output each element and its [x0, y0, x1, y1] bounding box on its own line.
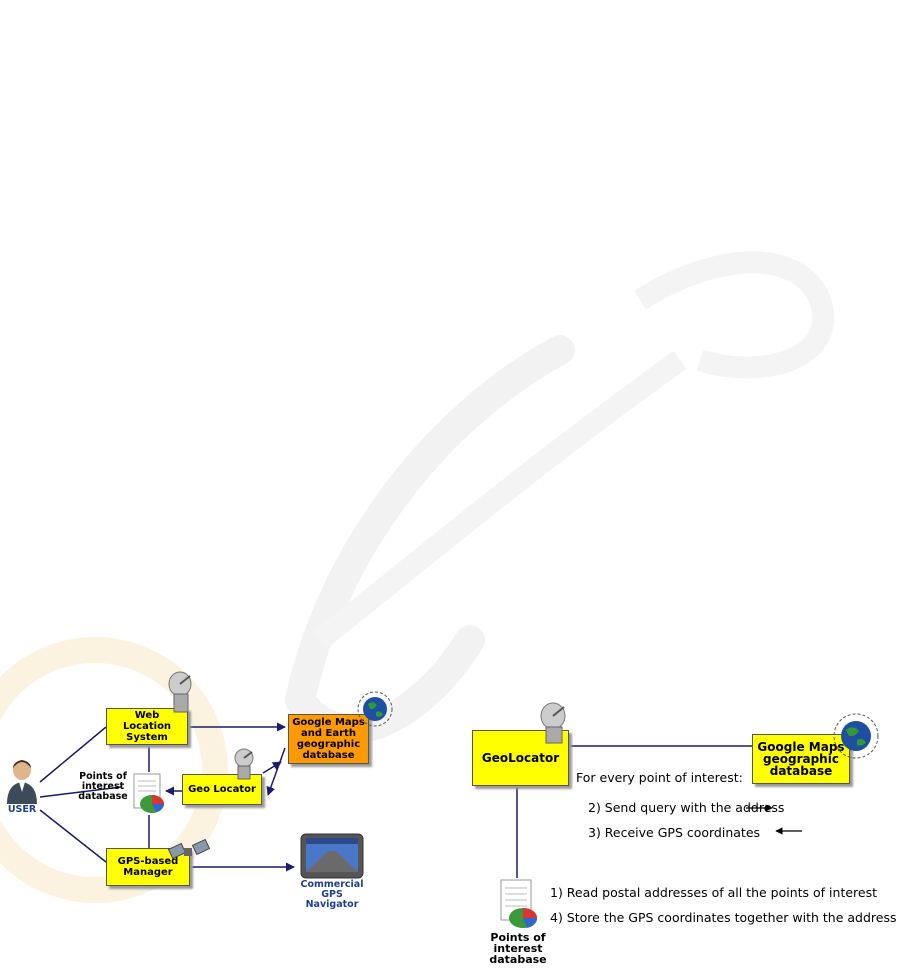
- step-read-addresses: 1) Read postal addresses of all the poin…: [550, 885, 878, 900]
- poi-database-label-left: Points of interest database: [78, 771, 128, 802]
- step-store-coords: 4) Store the GPS coordinates together wi…: [550, 910, 897, 925]
- google-maps-label: Google Maps geographic database: [757, 740, 845, 778]
- satellite-dish-icon: [168, 671, 192, 713]
- database-icon: [133, 773, 164, 813]
- user-label: USER: [7, 804, 37, 815]
- loop-header: For every point of interest:: [576, 770, 743, 785]
- web-location-system-label: Web Location System: [122, 710, 172, 743]
- satellite-dish-icon: [234, 748, 254, 780]
- user-to-gps-line: [39, 809, 107, 863]
- step-send-query: 2) Send query with the address: [588, 800, 785, 815]
- user-to-web-line: [39, 726, 107, 783]
- web-location-system-box: Web Location System: [106, 708, 188, 745]
- google-maps-earth-box: Google Maps and Earth geographic databas…: [288, 714, 369, 764]
- google-maps-earth-label: Google Maps and Earth geographic databas…: [292, 717, 365, 761]
- gps-manager-box: GPS-based Manager: [106, 848, 190, 886]
- globe-icon: [357, 691, 393, 727]
- step-receive-coords: 3) Receive GPS coordinates: [588, 825, 761, 840]
- poi-database-label-right: Points of interest database: [489, 931, 547, 966]
- database-icon: [500, 879, 538, 928]
- user-to-poi-line: [39, 786, 122, 798]
- navigator-label: Commercial GPS Navigator: [300, 879, 364, 910]
- satellite-dish-icon: [540, 702, 566, 744]
- gps-manager-label: GPS-based Manager: [117, 856, 179, 878]
- geo-to-google-arrow: [262, 761, 282, 774]
- google-to-geo-arrow: [266, 747, 286, 796]
- globe-icon: [833, 713, 879, 759]
- geo-locator-label: Geo Locator: [188, 784, 256, 795]
- geolocator-label: GeoLocator: [481, 750, 560, 765]
- satellite-icon: [168, 838, 210, 860]
- google-maps-box: Google Maps geographic database: [752, 734, 850, 784]
- user-icon: [7, 760, 37, 804]
- gps-device-icon: [300, 833, 364, 879]
